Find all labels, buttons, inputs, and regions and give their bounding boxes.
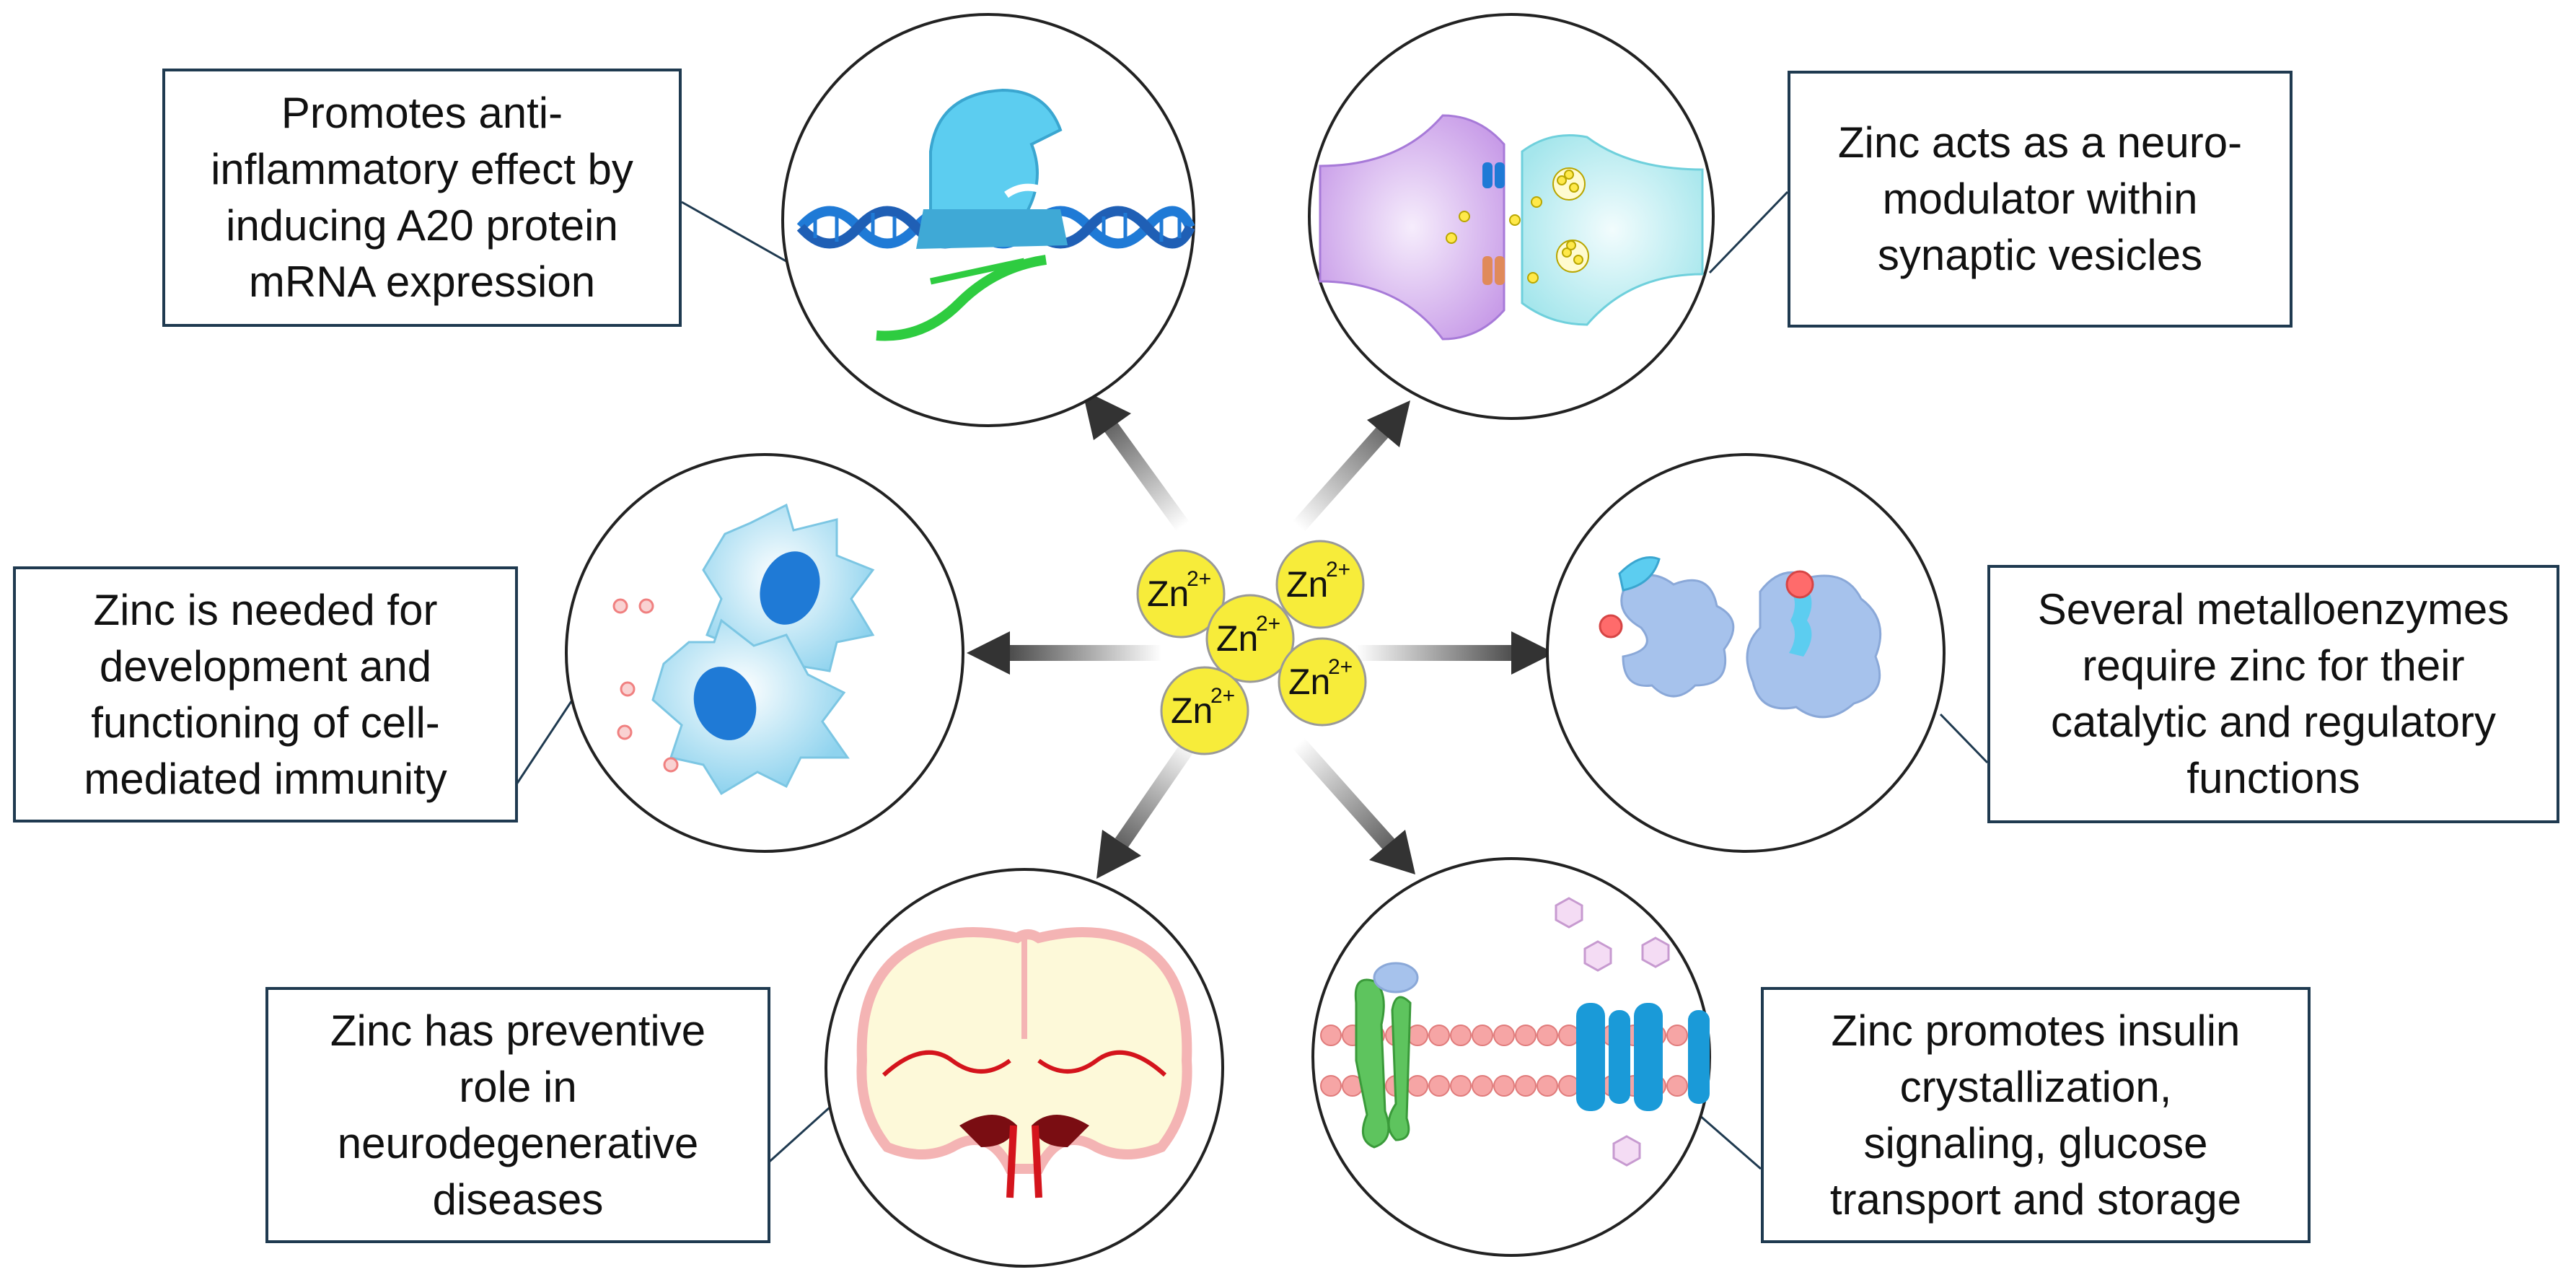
- arrow-right: [1511, 631, 1555, 675]
- box-line: transport and storage: [1829, 1175, 2242, 1224]
- brain-icon: [825, 868, 1224, 1268]
- zinc-ion: Zn 2+: [1136, 549, 1226, 639]
- cell-membrane-receptor-icon: [1311, 857, 1711, 1257]
- box-line: Zinc promotes insulin: [1831, 1006, 2241, 1055]
- box-line: role in: [459, 1062, 577, 1111]
- arrow-up-left: [1082, 390, 1131, 440]
- svg-text:2+: 2+: [1210, 684, 1235, 708]
- box-line: neurodegenerative: [337, 1118, 699, 1167]
- svg-text:2+: 2+: [1326, 558, 1350, 582]
- dna-transcription-icon: [781, 13, 1195, 427]
- box-line: development and: [99, 641, 432, 690]
- box-line: crystallization,: [1899, 1062, 2172, 1111]
- insulin-box: Zinc promotes insulin crystallization, s…: [1761, 987, 2311, 1243]
- immune-cells-icon: [565, 453, 964, 853]
- zinc-ion: Zn 2+: [1205, 594, 1295, 683]
- box-line: functioning of cell-: [91, 698, 440, 747]
- svg-text:2+: 2+: [1256, 612, 1280, 636]
- enzyme-icon: [1546, 453, 1946, 853]
- box-line: diseases: [432, 1175, 604, 1224]
- box-line: Zinc is needed for: [93, 585, 438, 634]
- zinc-ion: Zn 2+: [1278, 637, 1367, 727]
- arrows: [967, 390, 1555, 879]
- box-line: mediated immunity: [84, 754, 447, 803]
- arrow-left: [967, 631, 1010, 675]
- neurodegenerative-box: Zinc has preventive role in neurodegener…: [265, 987, 770, 1243]
- arrow-down-right: [1369, 830, 1415, 874]
- svg-text:2+: 2+: [1328, 655, 1353, 679]
- svg-text:Zn: Zn: [1216, 618, 1258, 659]
- arrow-up-right: [1367, 400, 1410, 447]
- svg-text:Zn: Zn: [1171, 690, 1213, 731]
- cell-mediated-immunity-box: Zinc is needed for development and funct…: [13, 566, 518, 823]
- box-line: Zinc has preventive: [330, 1006, 706, 1055]
- box-line: inflammatory effect by: [211, 145, 633, 193]
- box-line: modulator within: [1882, 175, 2198, 223]
- zinc-ion-cluster: Zn 2+ Zn 2+ Zn 2+ Zn 2+ Zn 2+: [1136, 540, 1367, 755]
- metalloenzymes-box: Several metalloenzymes require zinc for …: [1987, 565, 2559, 823]
- neuromodulator-box: Zinc acts as a neuro- modulator within s…: [1788, 71, 2293, 328]
- anti-inflammatory-box: Promotes anti- inflammatory effect by in…: [162, 69, 682, 327]
- box-line: synaptic vesicles: [1877, 231, 2203, 279]
- box-line: functions: [2186, 754, 2360, 802]
- synapse-icon: [1308, 13, 1715, 420]
- arrow-down-left: [1096, 830, 1141, 879]
- box-line: signaling, glucose: [1863, 1118, 2208, 1167]
- box-line: Zinc acts as a neuro-: [1837, 118, 2243, 167]
- box-line: Promotes anti-: [281, 89, 563, 137]
- box-line: inducing A20 protein: [226, 201, 618, 250]
- svg-text:Zn: Zn: [1288, 662, 1330, 702]
- svg-text:2+: 2+: [1187, 567, 1211, 591]
- box-line: Several metalloenzymes: [2037, 585, 2510, 633]
- svg-text:Zn: Zn: [1147, 574, 1189, 614]
- box-line: catalytic and regulatory: [2051, 698, 2496, 746]
- zinc-ion: Zn 2+: [1160, 666, 1249, 755]
- zinc-ion: Zn 2+: [1275, 540, 1365, 629]
- svg-text:Zn: Zn: [1286, 564, 1328, 605]
- box-line: mRNA expression: [248, 258, 596, 306]
- box-line: require zinc for their: [2082, 641, 2465, 690]
